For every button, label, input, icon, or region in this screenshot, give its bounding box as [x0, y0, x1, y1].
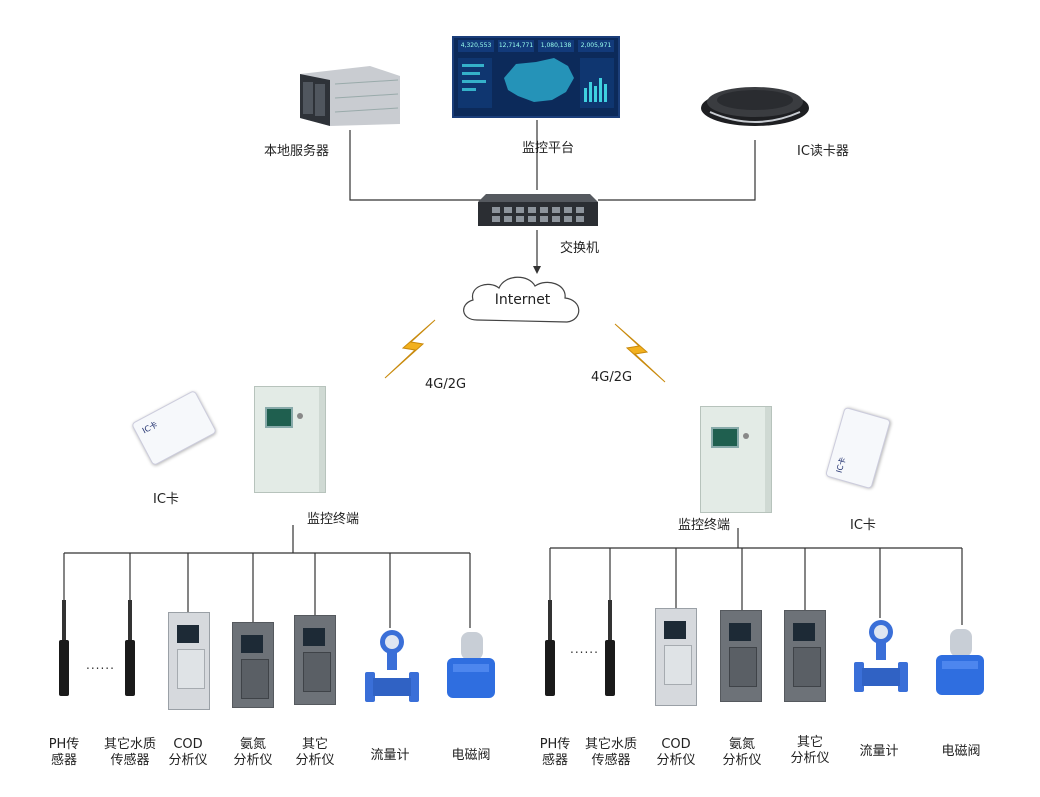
terminal-display: [711, 427, 739, 448]
water-quality-sensor-icon: [605, 600, 615, 696]
terminal-label: 监控终端: [307, 512, 360, 527]
cloud-label: Internet: [494, 292, 551, 308]
screen-stat: 4,320,553: [458, 40, 494, 52]
platform-label: 监控平台: [522, 141, 575, 156]
switch-label: 交换机: [560, 241, 600, 256]
device-label: 电磁阀: [451, 748, 491, 763]
screen-stat: 2,005,971: [578, 40, 614, 52]
device-label: 流量计: [370, 748, 410, 763]
ammonia-analyzer-icon: [720, 610, 762, 702]
device-label: 氨氮分析仪: [233, 737, 273, 768]
cabinet-lock: [297, 413, 303, 419]
device-label: 流量计: [859, 744, 899, 759]
device-label: 其它分析仪: [295, 737, 335, 768]
more-sensors-ellipsis: ......: [570, 642, 599, 656]
solenoid-valve-icon: [936, 629, 984, 695]
device-label: 其它水质传感器: [584, 737, 637, 768]
other-analyzer-icon: [294, 615, 336, 705]
cod-analyzer-icon: [655, 608, 697, 706]
more-sensors-ellipsis: ......: [86, 658, 115, 672]
terminal-cabinet-icon: [254, 386, 326, 493]
terminal-label: 监控终端: [678, 518, 731, 533]
card-reader-icon: [701, 87, 809, 126]
ammonia-analyzer-icon: [232, 622, 274, 708]
cod-analyzer-icon: [168, 612, 210, 710]
link-label-left: 4G/2G: [425, 377, 467, 392]
reader-label: IC读卡器: [797, 144, 849, 159]
other-analyzer-icon: [784, 610, 826, 702]
monitoring-platform-screen: 4,320,553 12,714,771 1,080,138 2,005,971: [452, 36, 620, 118]
cloud-icon: [463, 276, 580, 323]
cabinet-lock: [743, 433, 749, 439]
terminal-display: [265, 407, 293, 428]
screen-stat: 1,080,138: [538, 40, 574, 52]
server-icon: [300, 66, 400, 126]
flowmeter-icon: [365, 630, 419, 702]
ic-card-text: IC卡: [834, 456, 848, 474]
ic-card-label: IC卡: [153, 492, 179, 507]
link-label-right: 4G/2G: [591, 370, 633, 385]
device-label: 氨氮分析仪: [722, 737, 762, 768]
device-label: PH传感器: [539, 737, 571, 768]
device-label: 其它水质传感器: [103, 737, 156, 768]
water-quality-sensor-icon: [125, 600, 135, 696]
flowmeter-icon: [854, 620, 908, 692]
device-label: 其它分析仪: [790, 735, 830, 766]
device-label: 电磁阀: [941, 744, 981, 759]
ph-sensor-icon: [59, 600, 69, 696]
internet-cloud: Internet: [455, 270, 590, 330]
solenoid-valve-icon: [447, 632, 495, 698]
terminal-cabinet-icon: [700, 406, 772, 513]
device-label: PH传感器: [48, 737, 80, 768]
china-map-icon: [458, 58, 614, 108]
wireless-bolt-icon: [384, 319, 436, 379]
ic-card-label: IC卡: [850, 518, 876, 533]
server-label: 本地服务器: [264, 144, 330, 159]
wireless-bolt-icon: [614, 323, 666, 383]
screen-stat: 12,714,771: [498, 40, 534, 52]
switch-icon: [478, 194, 598, 226]
ph-sensor-icon: [545, 600, 555, 696]
ic-card-text: IC卡: [140, 419, 160, 436]
